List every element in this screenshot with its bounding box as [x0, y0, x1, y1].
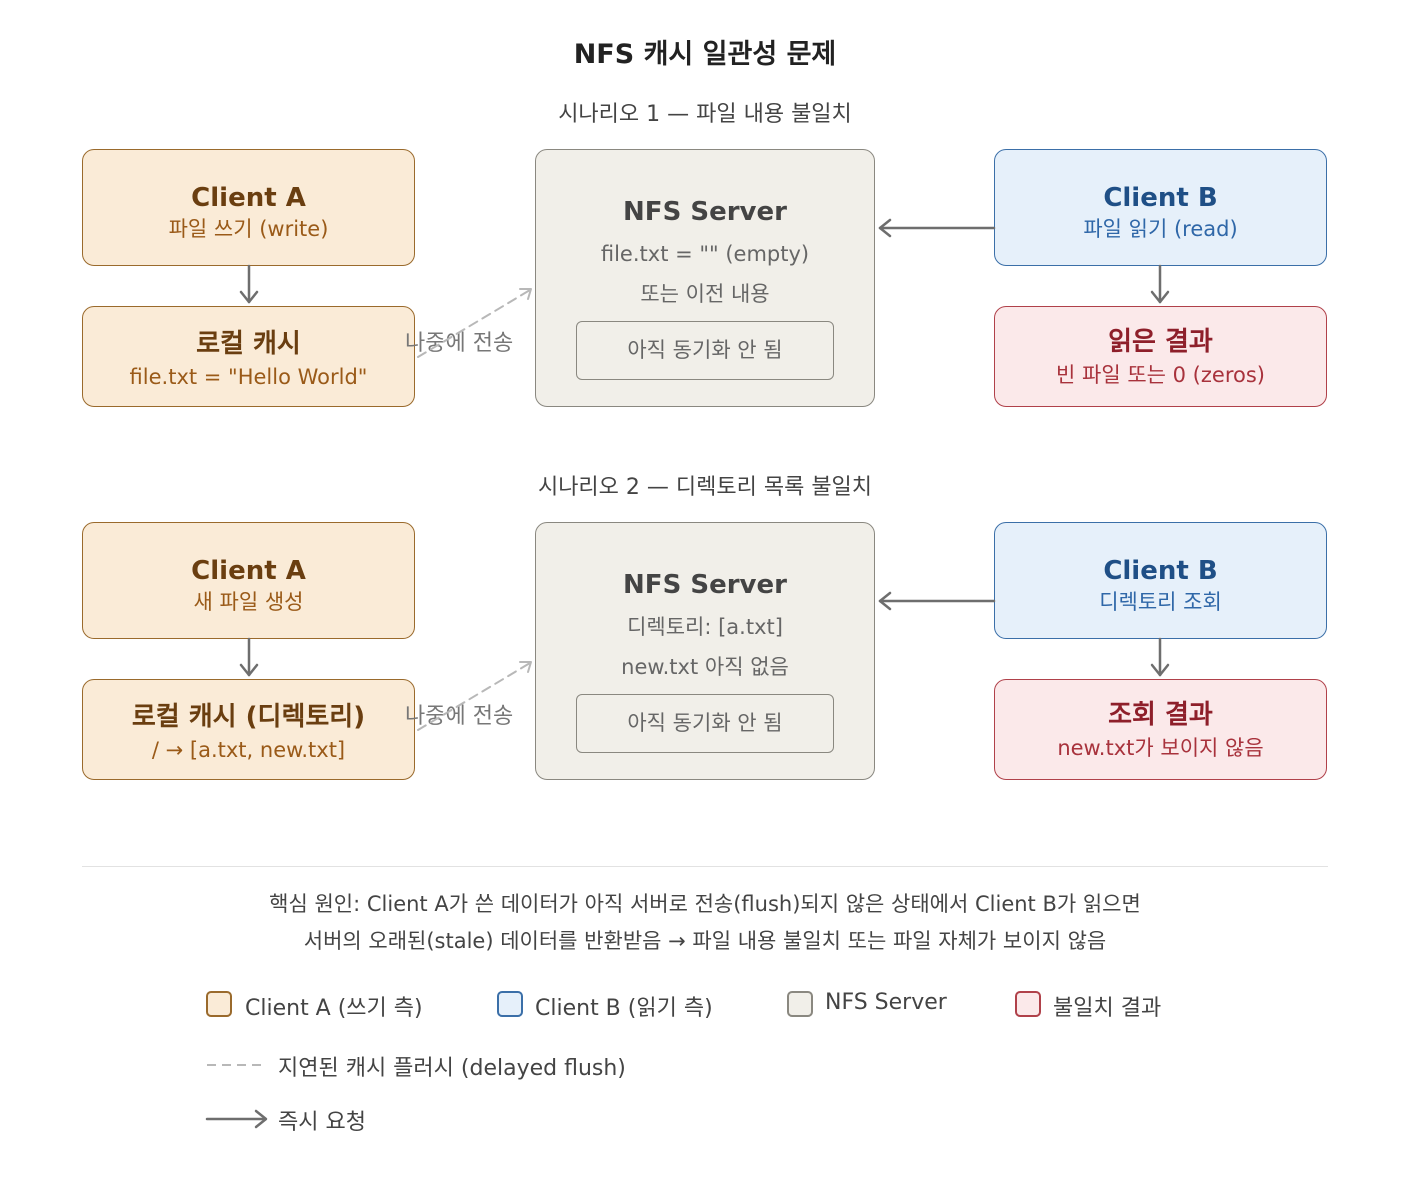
note-line-2: 서버의 오래된(stale) 데이터를 반환받음 → 파일 내용 불일치 또는 …: [303, 929, 1107, 953]
s1-client-a-sub: 파일 쓰기 (write): [168, 217, 329, 241]
legend-server-label: NFS Server: [825, 990, 947, 1015]
s2-delayed-flush-line: [417, 662, 531, 731]
s2-result-title: 조회 결과: [1108, 700, 1213, 730]
section-divider: [82, 866, 1328, 867]
legend-delayed-label: 지연된 캐시 플러시 (delayed flush): [278, 1056, 626, 1081]
note-line-1: 핵심 원인: Client A가 쓴 데이터가 아직 서버로 전송(flush)…: [269, 892, 1141, 916]
s1-cache-sub: file.txt = "Hello World": [129, 365, 368, 389]
s1-client-b-title: Client B: [1103, 183, 1218, 213]
s1-local-cache-box: 로컬 캐시 file.txt = "Hello World": [82, 306, 415, 407]
s2-server-line1: 디렉토리: [a.txt]: [627, 615, 783, 639]
legend-server-swatch: [787, 991, 813, 1017]
s1-server-title: NFS Server: [623, 197, 787, 227]
legend-client-b-label: Client B (읽기 측): [535, 996, 713, 1021]
legend-solid-arrow: [205, 1109, 268, 1129]
legend-mismatch-label: 불일치 결과: [1053, 996, 1162, 1021]
s2-local-cache-box: 로컬 캐시 (디렉토리) / → [a.txt, new.txt]: [82, 679, 415, 780]
s2-result-sub: new.txt가 보이지 않음: [1057, 736, 1264, 760]
legend-client-a-swatch: [206, 991, 232, 1017]
s1-result-sub: 빈 파일 또는 0 (zeros): [1056, 363, 1265, 387]
scenario-2-heading: 시나리오 2 — 디렉토리 목록 불일치: [537, 475, 873, 500]
s2-client-a-title: Client A: [191, 556, 306, 586]
s1-client-b-box: Client B 파일 읽기 (read): [994, 149, 1327, 266]
s1-delayed-label: 나중에 전송: [405, 331, 514, 356]
legend-client-b-swatch: [497, 991, 523, 1017]
legend-mismatch-swatch: [1015, 991, 1041, 1017]
s2-client-b-sub: 디렉토리 조회: [1099, 590, 1222, 614]
legend-immediate-label: 즉시 요청: [278, 1110, 366, 1135]
scenario-1-heading: 시나리오 1 — 파일 내용 불일치: [558, 102, 852, 127]
s1-delayed-flush-line: [417, 289, 531, 358]
diagram-title: NFS 캐시 일관성 문제: [573, 39, 837, 70]
s2-client-a-sub: 새 파일 생성: [193, 590, 304, 614]
s2-server-title: NFS Server: [623, 570, 787, 600]
s1-client-a-box: Client A 파일 쓰기 (write): [82, 149, 415, 266]
s2-sync-status-box: 아직 동기화 안 됨: [576, 694, 834, 753]
s1-client-a-title: Client A: [191, 183, 306, 213]
s2-client-a-box: Client A 새 파일 생성: [82, 522, 415, 639]
s2-cache-title: 로컬 캐시 (디렉토리): [131, 702, 366, 732]
s2-delayed-label: 나중에 전송: [405, 704, 514, 729]
legend-client-a-label: Client A (쓰기 측): [245, 996, 423, 1021]
s1-result-box: 읽은 결과 빈 파일 또는 0 (zeros): [994, 306, 1327, 407]
s1-cache-title: 로컬 캐시: [196, 329, 301, 359]
s2-server-line2: new.txt 아직 없음: [621, 655, 789, 679]
s2-client-b-title: Client B: [1103, 556, 1218, 586]
s1-server-line2: 또는 이전 내용: [640, 282, 770, 306]
s1-client-b-sub: 파일 읽기 (read): [1083, 217, 1238, 241]
s1-server-line1: file.txt = "" (empty): [600, 242, 810, 266]
s1-result-title: 읽은 결과: [1108, 327, 1213, 357]
s1-sync-status-box: 아직 동기화 안 됨: [576, 321, 834, 380]
s2-cache-sub: / → [a.txt, new.txt]: [151, 738, 346, 762]
s2-result-box: 조회 결과 new.txt가 보이지 않음: [994, 679, 1327, 780]
